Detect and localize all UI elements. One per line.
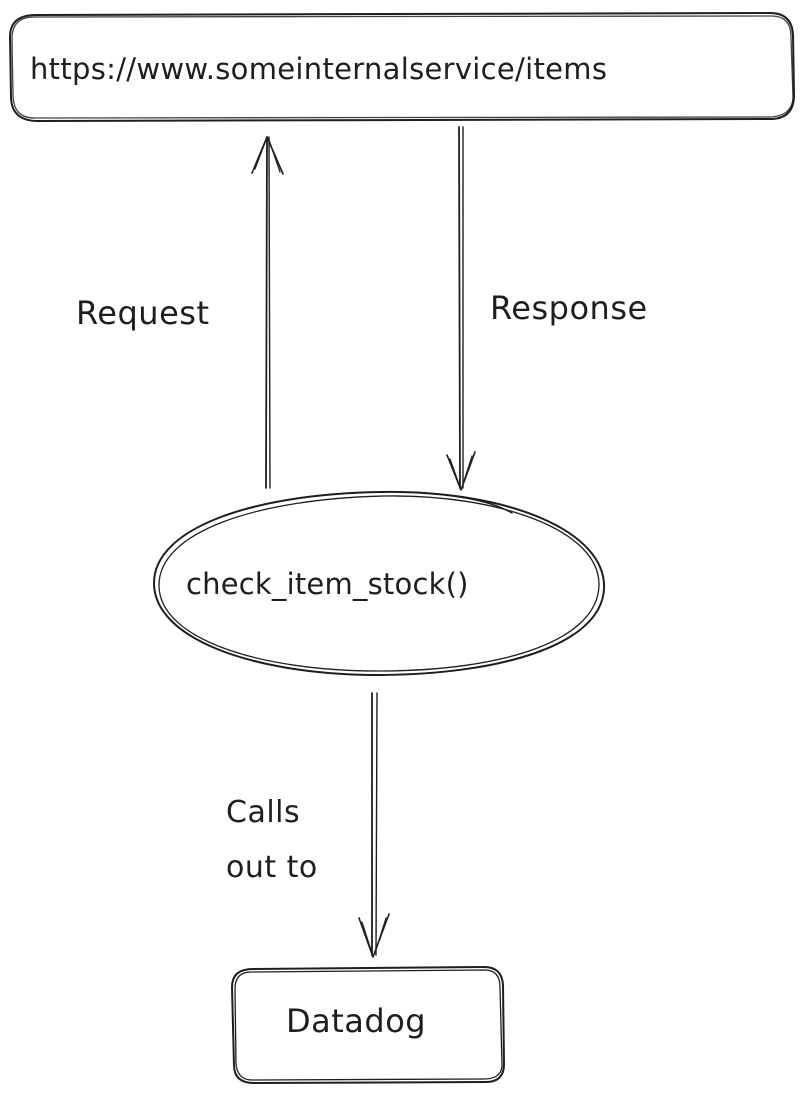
service-url-label: https://www.someinternalservice/items [30, 52, 608, 86]
datadog-box[interactable] [231, 966, 505, 1084]
function-name-label: check_item_stock() [186, 567, 469, 601]
datadog-label: Datadog [286, 1002, 427, 1040]
function-ellipse[interactable] [152, 490, 606, 676]
request-label: Request [76, 294, 210, 332]
response-label: Response [490, 289, 648, 327]
response-arrow [446, 126, 476, 491]
calls-out-to-label: Calls out to [226, 795, 318, 885]
request-arrow [251, 136, 284, 489]
calls-out-to-arrow [358, 692, 390, 958]
service-url-box[interactable] [9, 12, 795, 122]
